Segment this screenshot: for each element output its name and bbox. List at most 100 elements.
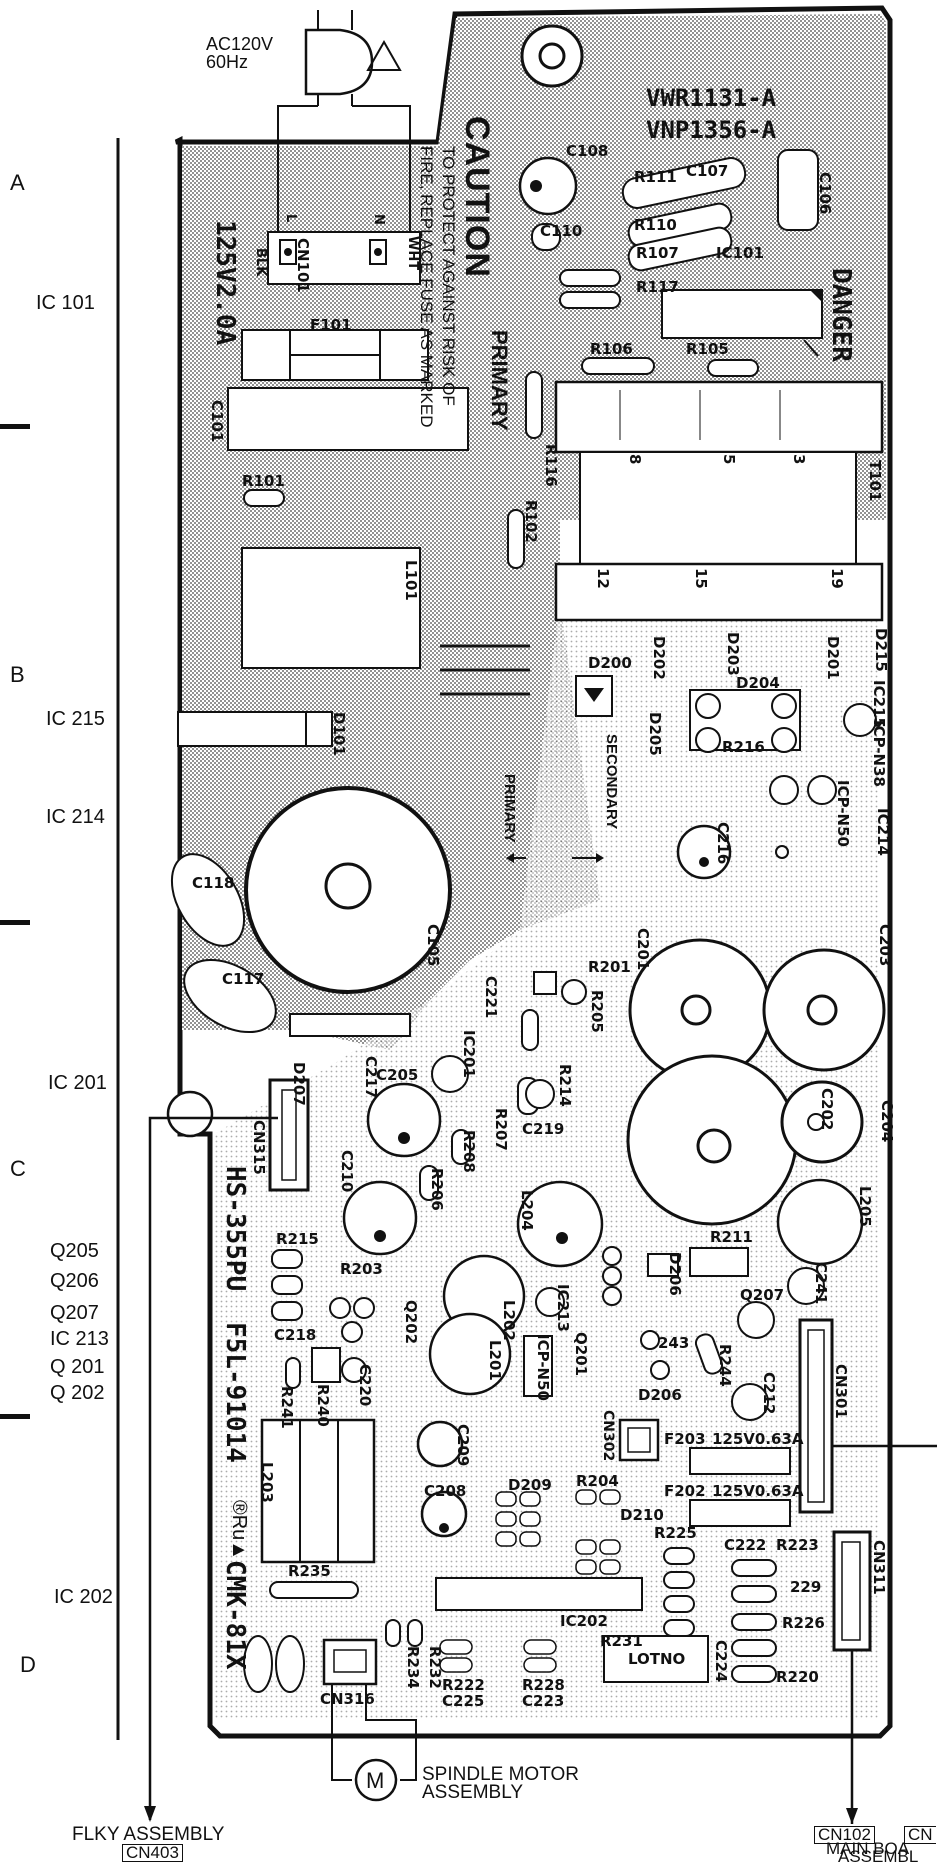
label-r226: R226 — [782, 1614, 825, 1632]
label-c241: C241 — [812, 1262, 830, 1305]
label-c224: C224 — [712, 1640, 730, 1683]
label-r208: R208 — [460, 1130, 478, 1173]
label-r244: R244 — [716, 1344, 734, 1387]
label-cn302: CN302 — [600, 1410, 616, 1462]
label-r234: R234 — [404, 1646, 422, 1689]
transistor-q202 — [311, 1347, 341, 1383]
motor-label-line1: SPINDLE MOTOR — [422, 1764, 579, 1785]
label-ic213: IC213 — [554, 1284, 572, 1332]
capacitor-c218 — [271, 1301, 303, 1321]
ic201 — [431, 1055, 469, 1093]
label-ic214: IC214 — [874, 808, 892, 856]
ac-plug-symbol — [304, 28, 374, 96]
label-ic101: IC101 — [716, 244, 764, 262]
t101-pin-8: 8 — [626, 454, 644, 465]
fuse-f202 — [689, 1499, 791, 1527]
side-label-q201: Q 201 — [50, 1356, 105, 1378]
label-f203-rating: 125V0.63A — [712, 1430, 804, 1448]
main-board-connector-2: CN — [904, 1826, 936, 1844]
main-board-line1: MAIN BOA — [826, 1839, 910, 1858]
side-label-ic213: IC 213 — [50, 1328, 109, 1350]
label-c105: C105 — [424, 924, 442, 967]
cn101-blk-label: BLK — [253, 248, 268, 277]
diode-d206 — [647, 1253, 679, 1277]
side-label-ic202: IC 202 — [54, 1586, 113, 1608]
capacitor-c117 — [183, 958, 277, 1034]
boundary-secondary-label: SECONDARY — [603, 734, 620, 830]
label-l201: L201 — [486, 1340, 504, 1381]
label-r215: R215 — [276, 1230, 319, 1248]
caution-line1: TO PROTECT AGAINST RISK OF — [439, 146, 458, 406]
board-code-1: VWR1131-A — [646, 84, 777, 112]
label-q201: Q201 — [572, 1332, 590, 1377]
label-c225: C225 — [442, 1692, 485, 1710]
secondary-shaded-area — [214, 600, 880, 1720]
label-c118: C118 — [192, 874, 235, 892]
label-c219: C219 — [522, 1120, 565, 1138]
label-q202: Q202 — [402, 1300, 420, 1345]
label-c221: C221 — [482, 976, 500, 1019]
capacitor-c106 — [777, 149, 819, 231]
capacitor-c205 — [366, 1082, 442, 1158]
label-cn316: CN316 — [320, 1690, 375, 1708]
fuse-f203 — [689, 1447, 791, 1475]
label-d201: D201 — [824, 636, 842, 680]
label-r105: R105 — [686, 340, 729, 358]
label-d206: D206 — [666, 1252, 684, 1296]
label-c205: C205 — [376, 1066, 419, 1084]
label-l204: L204 — [518, 1190, 536, 1231]
resistor-r215 — [271, 1249, 303, 1269]
label-cn301: CN301 — [832, 1364, 850, 1419]
t101-pin-15: 15 — [692, 568, 710, 589]
label-c218: C218 — [274, 1326, 317, 1344]
main-board-line2: ASSEMBL — [838, 1847, 919, 1862]
caution-line2: FIRE, REPLACE FUSE AS MARKED — [417, 146, 436, 428]
main-board-connector-1: CN102 — [814, 1826, 875, 1844]
capacitor-c208 — [420, 1490, 468, 1538]
capacitor-c110 — [531, 223, 561, 251]
motor-wire — [331, 1684, 352, 1781]
label-r205: R205 — [588, 990, 606, 1033]
label-r106: R106 — [590, 340, 633, 358]
t101-pin-5: 5 — [720, 454, 738, 465]
label-c222: C222 — [724, 1536, 767, 1554]
grid-tick — [0, 424, 30, 429]
side-label-q206: Q206 — [50, 1270, 99, 1292]
label-r222: R222 — [442, 1676, 485, 1694]
ac-wire-n — [352, 105, 411, 240]
label-c216: C216 — [714, 822, 732, 865]
cn101-n-label: N — [371, 214, 386, 225]
transformer-t101 — [554, 380, 884, 454]
capacitor-c209 — [416, 1420, 464, 1468]
resistor-r117 — [559, 269, 621, 287]
resistor-r235 — [269, 1581, 359, 1599]
t101-pin-12: 12 — [594, 568, 612, 589]
label-r107: R107 — [636, 244, 679, 262]
primary-label: PRIMARY — [487, 330, 512, 431]
label-c217: C217 — [362, 1056, 380, 1099]
label-d209: D209 — [508, 1476, 552, 1494]
lotno-box — [603, 1635, 709, 1683]
label-icp-n50b: ICP-N50 — [534, 1334, 552, 1401]
mount-hole — [166, 1090, 214, 1138]
grid-row-c: C — [10, 1156, 26, 1181]
label-cn315: CN315 — [250, 1120, 268, 1175]
label-q207: Q207 — [740, 1286, 785, 1304]
via — [775, 845, 789, 859]
side-label-ic101: IC 101 — [36, 292, 95, 314]
inductor-l204 — [516, 1180, 604, 1268]
label-r203: R203 — [340, 1260, 383, 1278]
label-lotno: LOTNO — [628, 1650, 686, 1668]
capacitor-c118 — [170, 853, 246, 947]
ac-wire-l — [277, 105, 318, 240]
danger-label: DANGER — [826, 268, 856, 362]
label-d101: D101 — [330, 712, 348, 756]
caution-title: CAUTION — [458, 116, 496, 278]
label-r101: R101 — [242, 472, 285, 490]
cn101-wht-label: WHT — [405, 236, 420, 271]
grid-tick — [0, 920, 30, 925]
label-d205: D205 — [646, 712, 664, 756]
label-c117: C117 — [222, 970, 265, 988]
